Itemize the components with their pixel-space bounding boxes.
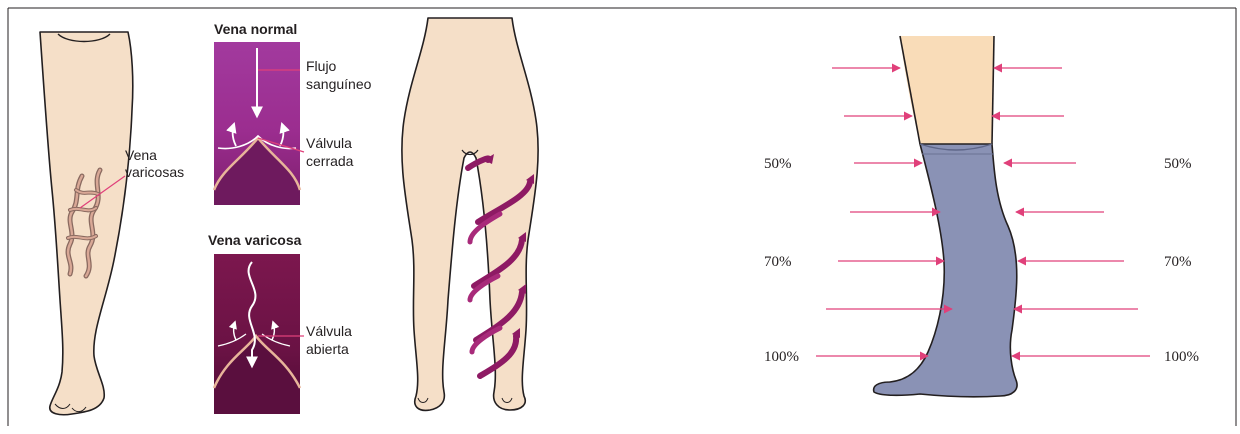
leg-label-line1: Vena <box>125 147 157 163</box>
closed-valve-line1: Válvula <box>306 135 352 151</box>
pct-left-1: 50% <box>764 156 792 172</box>
pct-left-3: 100% <box>764 349 799 365</box>
varicose-vein-panel <box>214 254 300 414</box>
flow-label-line1: Flujo <box>306 58 337 74</box>
pct-right-3: 100% <box>1164 349 1199 365</box>
pressure-arrows-right <box>992 68 1150 356</box>
normal-vein-title: Vena normal <box>214 21 297 37</box>
open-valve-line1: Válvula <box>306 323 352 339</box>
leg-label-line2: varicosas <box>125 164 184 180</box>
varicose-vein-title: Vena varicosa <box>208 232 302 248</box>
leg-illustration <box>40 32 133 415</box>
frame <box>8 8 1236 426</box>
open-valve-line2: abierta <box>306 341 349 357</box>
pct-right-2: 70% <box>1164 254 1192 270</box>
closed-valve-line2: cerrada <box>306 153 354 169</box>
pct-right-1: 50% <box>1164 156 1192 172</box>
stocking-leg-illustration <box>874 36 1017 397</box>
pct-left-2: 70% <box>764 254 792 270</box>
normal-vein-panel <box>214 42 300 205</box>
flow-label-line2: sanguíneo <box>306 76 372 92</box>
